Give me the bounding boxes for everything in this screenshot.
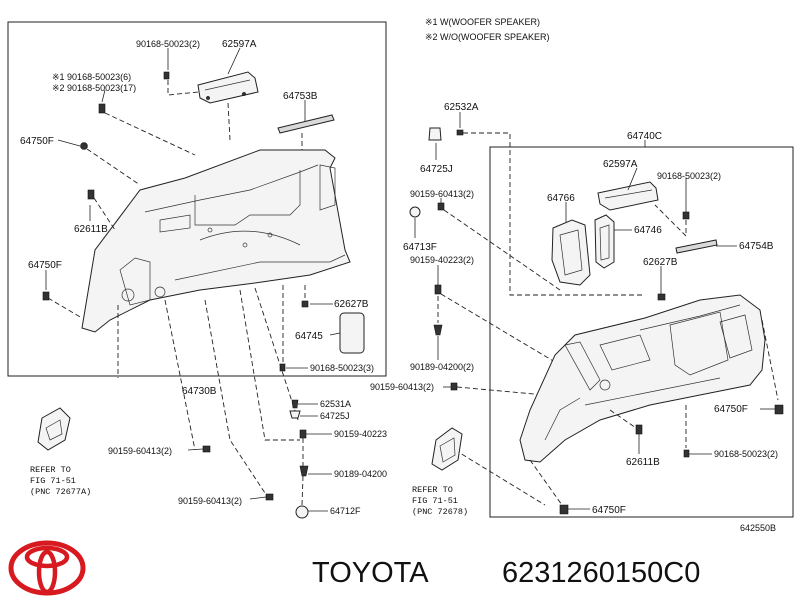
label-64766: 64766 <box>547 193 575 204</box>
label-64750F-right-a: 64750F <box>714 404 748 415</box>
label-62597A-right: 62597A <box>603 159 638 170</box>
label-64730B: 64730B <box>182 386 217 397</box>
screw-90159-60413-left-a <box>202 445 211 453</box>
label-64712F: 64712F <box>330 506 361 516</box>
toyota-logo <box>8 540 86 596</box>
label-64740C: 64740C <box>627 131 662 142</box>
fastener-90168-50023-top-left <box>163 71 170 80</box>
clip-90189-04200 <box>299 465 309 477</box>
screw-90168-50023-3 <box>279 363 286 372</box>
label-62597A-left: 62597A <box>222 39 257 50</box>
clip-64750F-right-b <box>559 504 569 515</box>
label-90159-40223: 90159-40223 <box>334 429 387 439</box>
part-number: 6231260150C0 <box>502 557 700 589</box>
label-62532A: 62532A <box>444 102 479 113</box>
label-90159-60413-2-d: 90159-60413(2) <box>370 382 434 392</box>
brand-name: TOYOTA <box>312 557 429 589</box>
ref-left-line1: REFER TO <box>30 465 71 475</box>
label-90159-60413-2-a: 90159-60413(2) <box>108 446 172 456</box>
label-64754B: 64754B <box>739 241 774 252</box>
label-90159-40223-2: 90159-40223(2) <box>410 255 474 265</box>
left-quarter-trim-panel <box>81 149 351 333</box>
label-62627B-right: 62627B <box>643 257 678 268</box>
ref-right-line1: REFER TO <box>412 485 453 495</box>
label-64713F: 64713F <box>403 242 437 253</box>
right-assembly-frame <box>489 146 794 518</box>
clip-90189-04200-right <box>433 324 443 336</box>
left-assembly-frame <box>7 21 387 377</box>
part-64746 <box>594 214 615 269</box>
screw-90159-60413-right-b <box>450 382 458 391</box>
label-90168-50023-2-right: 90168-50023(2) <box>657 171 721 181</box>
label-62627B-left: 62627B <box>334 299 369 310</box>
label-64745: 64745 <box>295 331 323 342</box>
clip-64750F-lower <box>42 291 50 301</box>
screw-90168-50023-right-bottom <box>683 449 690 458</box>
screw-90168-50023-right-top <box>682 211 690 220</box>
label-90168-50023-3: 90168-50023(3) <box>310 363 374 373</box>
part-62597A-left <box>197 71 259 104</box>
clip-64725J-left <box>289 410 301 419</box>
cap-64712F <box>295 505 309 519</box>
label-64725J-right: 64725J <box>420 164 453 175</box>
ref-left-line3: (PNC 72677A) <box>30 487 91 497</box>
clip-62627B-left <box>301 300 309 308</box>
screw-90159-60413-left-b <box>265 493 274 501</box>
part-64754B <box>675 239 718 254</box>
label-62531A: 62531A <box>320 399 351 409</box>
clip-62627B-right <box>657 293 666 301</box>
note-woofer: ※1 W(WOOFER SPEAKER) <box>425 17 540 27</box>
label-90189-04200: 90189-04200 <box>334 469 387 479</box>
part-62597A-right <box>597 181 659 211</box>
label-64753B: 64753B <box>283 91 318 102</box>
ref-bracket-left <box>37 407 71 451</box>
label-62611B-left: 62611B <box>74 224 108 235</box>
label-64750F-lower: 64750F <box>28 260 62 271</box>
part-64753B <box>277 114 335 134</box>
clip-64713F <box>409 206 421 218</box>
clip-64750F-right-a <box>774 404 784 415</box>
label-90168-50023-17: ※2 90168-50023(17) <box>52 83 136 93</box>
screw-90159-40223-right <box>434 284 442 295</box>
clip-62532A <box>456 129 464 136</box>
fastener-90168-50023-6-17 <box>98 103 106 114</box>
label-90189-04200-2: 90189-04200(2) <box>410 362 474 372</box>
label-90159-60413-2-c: 90159-60413(2) <box>410 189 474 199</box>
clip-62611B-left <box>87 189 95 200</box>
label-64750F-upper: 64750F <box>20 136 54 147</box>
clip-64750F-upper <box>80 142 88 150</box>
label-64725J-left: 64725J <box>320 411 350 421</box>
figure-code: 642550B <box>740 523 776 533</box>
ref-right-line2: FIG 71-51 <box>412 496 458 506</box>
label-64750F-right-b: 64750F <box>592 505 626 516</box>
clip-62611B-right <box>635 424 643 435</box>
note-no-woofer: ※2 W/O(WOOFER SPEAKER) <box>425 32 550 42</box>
label-90159-60413-2-b: 90159-60413(2) <box>178 496 242 506</box>
label-62611B-right: 62611B <box>626 457 660 468</box>
label-64746: 64746 <box>634 225 662 236</box>
screw-90159-60413-right-a <box>437 202 445 211</box>
ref-left-line2: FIG 71-51 <box>30 476 76 486</box>
right-quarter-trim-panel <box>519 294 766 463</box>
label-90168-50023-2-right-b: 90168-50023(2) <box>714 449 778 459</box>
ref-right-line3: (PNC 72678) <box>412 507 468 517</box>
part-64745 <box>339 312 365 354</box>
clip-62531A <box>291 399 299 409</box>
clip-64725J-right <box>428 127 442 141</box>
ref-bracket-right <box>431 427 463 471</box>
label-90168-50023-2-left: 90168-50023(2) <box>136 39 200 49</box>
label-90168-50023-6: ※1 90168-50023(6) <box>52 72 131 82</box>
screw-90159-40223 <box>299 429 307 439</box>
part-64766 <box>551 219 591 286</box>
